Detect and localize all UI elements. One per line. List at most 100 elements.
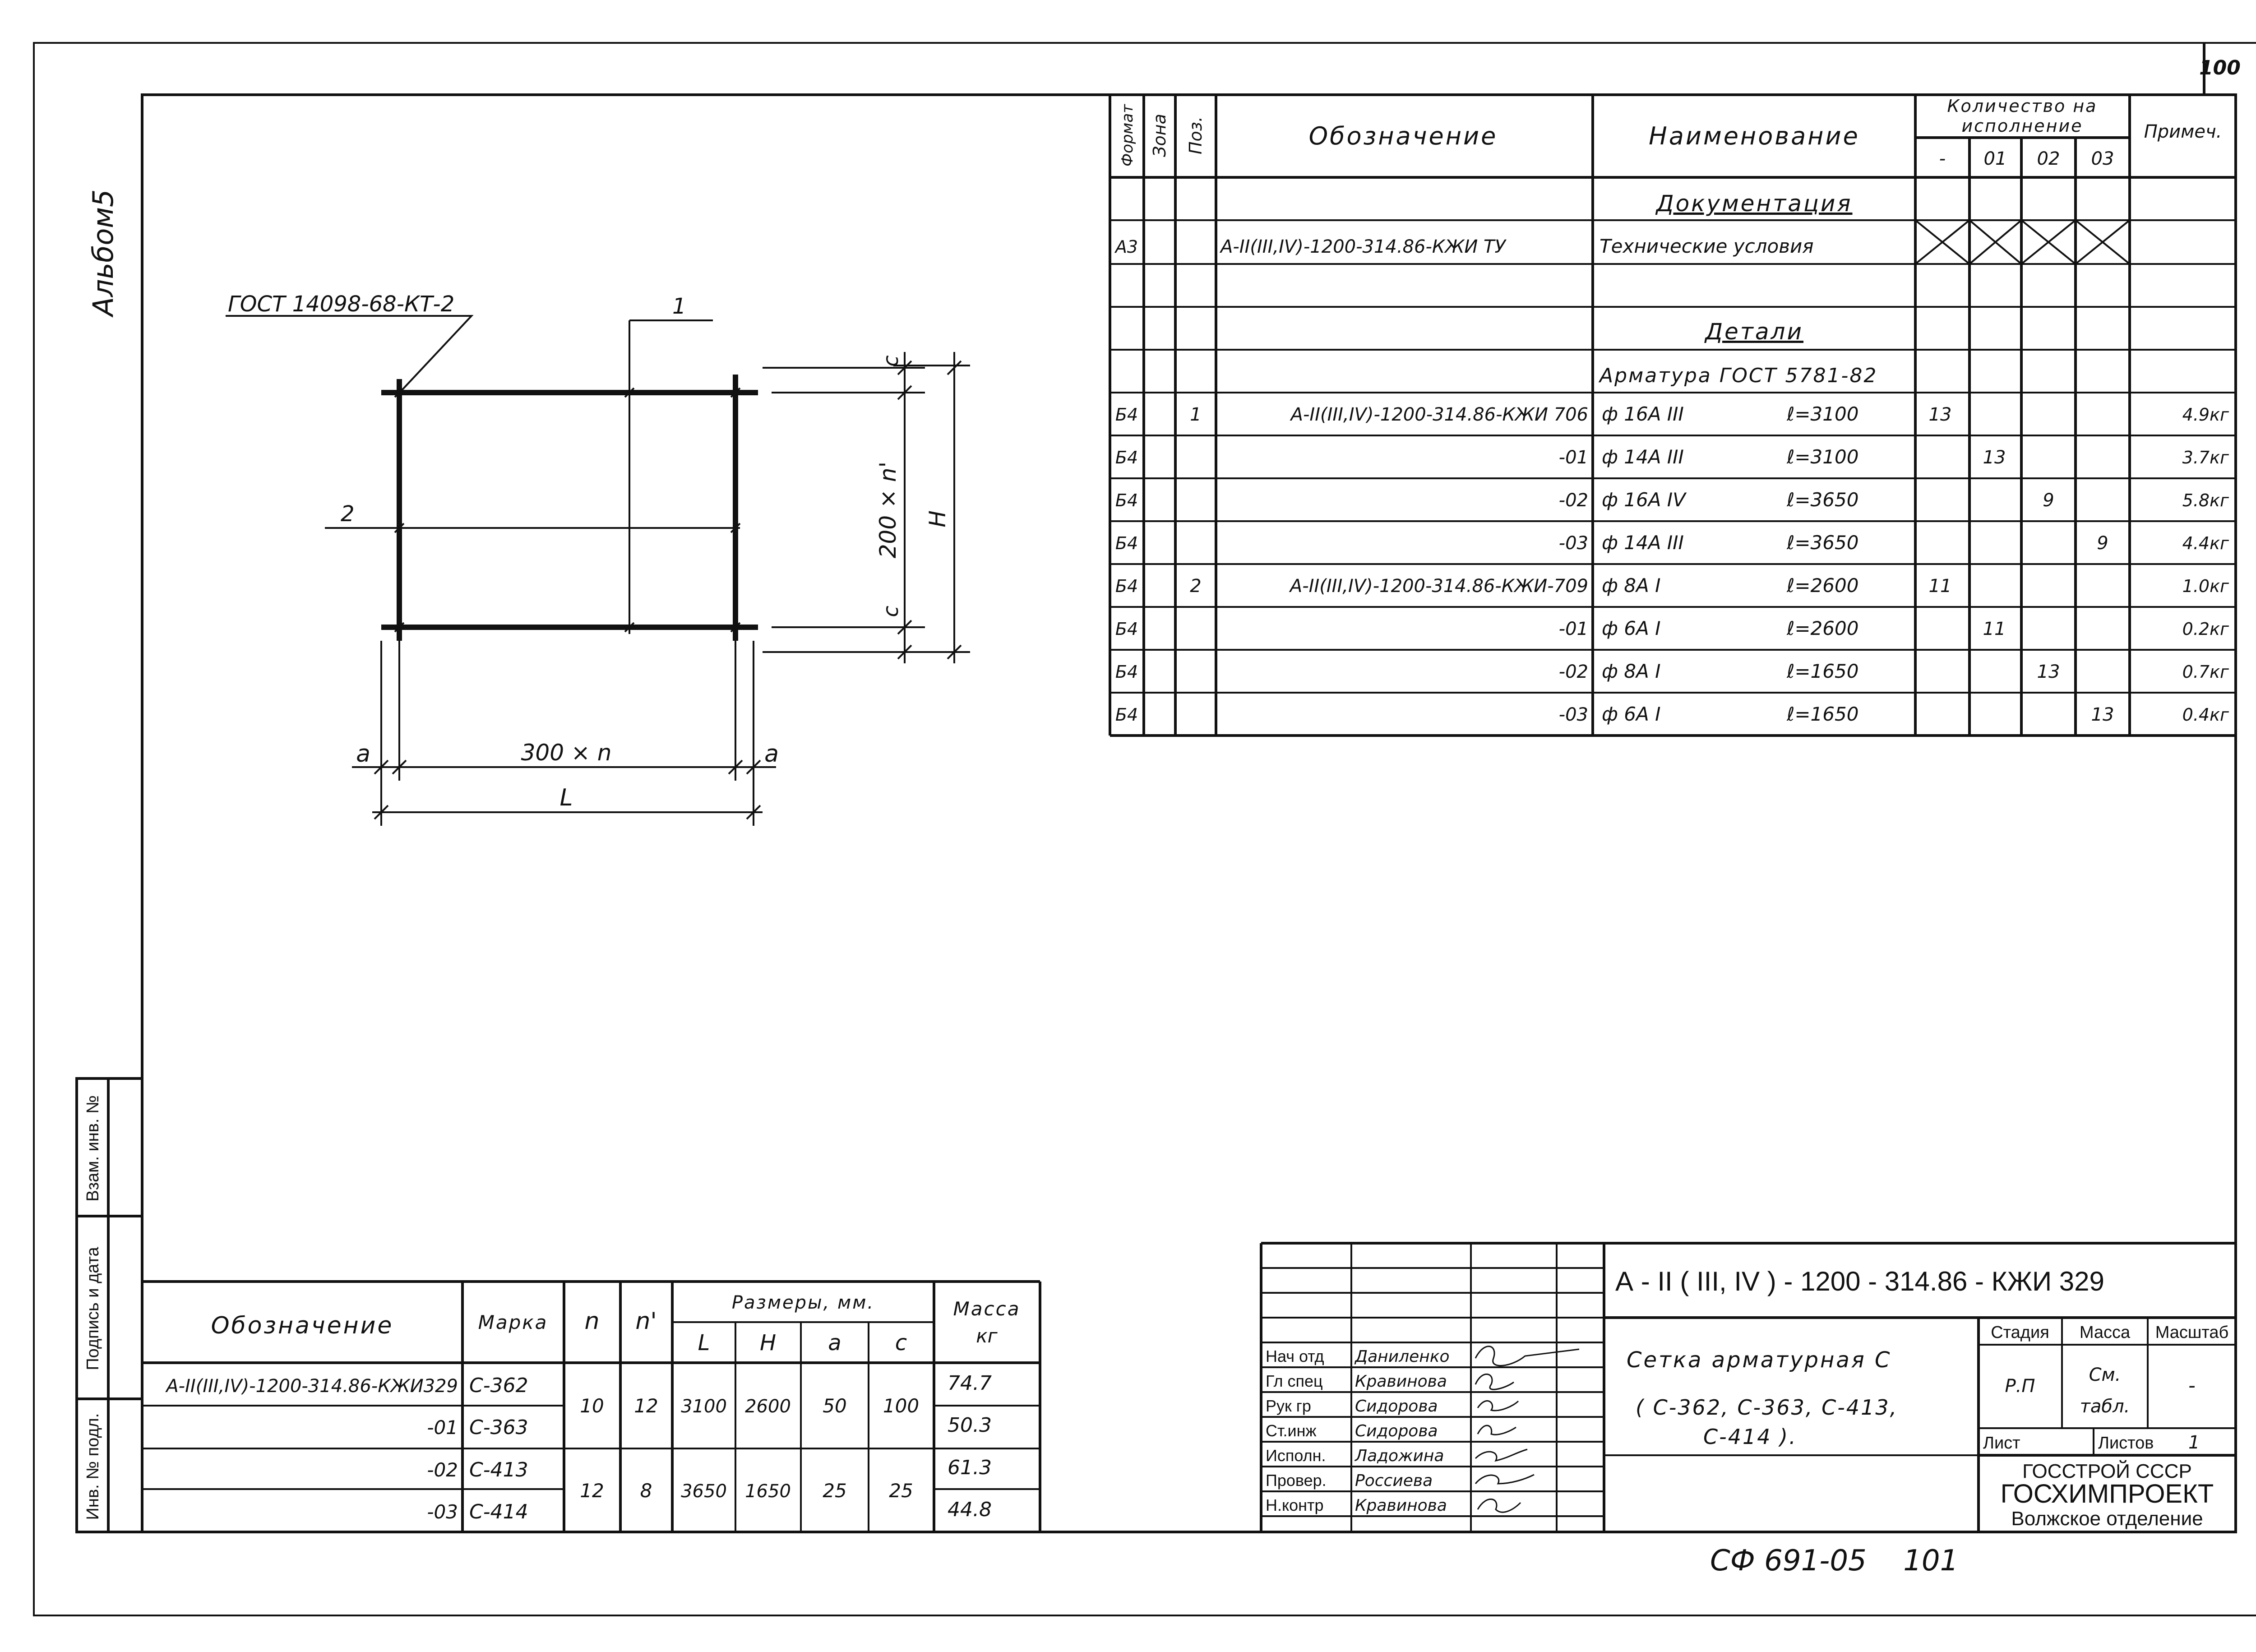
dim-a-right: а: [764, 740, 779, 768]
spec-row-designation: -02: [1559, 662, 1588, 682]
spec-row-note: 1.0кг: [2182, 576, 2229, 596]
stage-label: Стадия: [1991, 1323, 2049, 1342]
spec-row-designation: -03: [1559, 704, 1588, 725]
spec-row-length: ℓ=3100: [1786, 403, 1858, 425]
spec-row-name: ф 6А I: [1602, 703, 1660, 725]
mark-group: 12 8 3650 1650 25 25: [580, 1480, 913, 1502]
spec-row-designation: -03: [1559, 533, 1588, 554]
dim-vertical: 200 × n': [875, 462, 901, 559]
spec-row-pos: 1: [1190, 404, 1201, 425]
list-item: Провер. Россиева: [1266, 1471, 1433, 1490]
mark-group-n: 10: [580, 1395, 604, 1417]
spec-header-qty-1: Количество на: [1947, 96, 2098, 116]
spec-row-designation: -02: [1559, 490, 1588, 511]
spec-row-designation: -01: [1559, 619, 1588, 639]
title-line-2: ( С-362, С-363, С-413,: [1636, 1395, 1898, 1420]
spec-row-designation: А-II(III,IV)-1200-314.86-КЖИ 706: [1290, 404, 1588, 425]
spec-row-designation: -01: [1559, 447, 1588, 468]
spec-row-name: ф 6А I: [1602, 617, 1660, 639]
spec-row-format: Б4: [1115, 533, 1138, 553]
mark-group-L: 3100: [681, 1396, 727, 1417]
role-label: Исполн.: [1266, 1446, 1326, 1465]
mark-header-L: L: [698, 1330, 710, 1356]
spec-row-format: Б4: [1115, 405, 1138, 425]
spec-row-note: 3.7кг: [2182, 448, 2229, 467]
sheets-value: 1: [2188, 1432, 2200, 1453]
dim-horizontal: 300 × n: [521, 740, 612, 766]
roles-list: Нач отд Даниленко Гл спец Кравинова Рук …: [1266, 1347, 1450, 1515]
mark-header-sizes: Размеры, мм.: [732, 1292, 874, 1313]
mark-row-mark: С-362: [469, 1374, 528, 1397]
mark-group-L: 3650: [681, 1481, 727, 1502]
title-code: А - II ( III, IV ) - 1200 - 314.86 - КЖИ…: [1615, 1266, 2104, 1296]
table-row: -03 С-414 44.8: [427, 1498, 992, 1523]
table-row: Б4 -01 ф 6А I ℓ=2600 11 0.2кг: [1115, 617, 2229, 639]
mark-group-n: 12: [580, 1480, 604, 1502]
spec-row-format: Б4: [1115, 448, 1138, 467]
spec-header-zone: Зона: [1150, 114, 1170, 157]
spec-row-name: ф 14А III: [1602, 532, 1684, 554]
spec-rows: Б4 1 А-II(III,IV)-1200-314.86-КЖИ 706 ф …: [1115, 403, 2229, 725]
org-line-1: ГОССТРОЙ СССР: [2022, 1459, 2192, 1482]
spec-section-parts: Детали: [1704, 319, 1803, 345]
mark-header-designation: Обозначение: [211, 1312, 394, 1339]
dim-c-top: с: [878, 355, 903, 366]
mark-header-mark: Марка: [478, 1311, 548, 1333]
spec-row-length: ℓ=1650: [1786, 660, 1858, 682]
spec-header-qty-0: -: [1939, 148, 1946, 169]
spec-row-note: 5.8кг: [2182, 491, 2229, 510]
table-row: Б4 -02 ф 8А I ℓ=1650 13 0.7кг: [1115, 660, 2229, 682]
role-name: Даниленко: [1354, 1347, 1450, 1366]
mark-group-n2: 12: [634, 1395, 658, 1417]
mark-row-designation: А-II(III,IV)-1200-314.86-КЖИ329: [165, 1376, 458, 1397]
table-row: Б4 2 А-II(III,IV)-1200-314.86-КЖИ-709 ф …: [1115, 574, 2229, 597]
mark-header-a: а: [828, 1330, 841, 1356]
mark-header-mass-1: Масса: [953, 1298, 1021, 1320]
list-item: Исполн. Ладожина: [1266, 1446, 1444, 1465]
mesh-drawing: ГОСТ 14098-68-КТ-2 1 2 с 200 × n' с Н: [226, 292, 970, 826]
mark-header-c: с: [895, 1330, 907, 1356]
mark-table: Обозначение Марка n n' Размеры, мм. L Н …: [142, 1280, 1041, 1532]
outer-frame: [33, 42, 2256, 1616]
table-row: Б4 -03 ф 14А III ℓ=3650 9 4.4кг: [1115, 532, 2229, 554]
spec-row-note: 4.9кг: [2182, 405, 2229, 425]
mark-row-mass: 61.3: [948, 1456, 992, 1479]
mass-label: Масса: [2080, 1323, 2131, 1342]
spec-row-q1: 13: [1983, 447, 2006, 468]
spec-row-note: 4.4кг: [2182, 533, 2229, 553]
table-row: Б4 -01 ф 14А III ℓ=3100 13 3.7кг: [1115, 446, 2229, 468]
spec-row-q3: 13: [2091, 704, 2114, 725]
spec-row-pos: 2: [1190, 576, 1201, 597]
role-name: Россиева: [1355, 1472, 1433, 1490]
inner-frame: [141, 93, 2237, 1533]
stage-value: Р.П: [2005, 1376, 2035, 1397]
spec-row-q2: 13: [2037, 662, 2060, 682]
spec-row-format: Б4: [1115, 662, 1138, 682]
spec-row-designation: А-II(III,IV)-1200-314.86-КЖИ-709: [1289, 576, 1588, 597]
album-label: Альбом5: [87, 190, 120, 318]
spec-row-note: 0.4кг: [2182, 705, 2229, 725]
pos1-label: 1: [672, 294, 686, 319]
spec-header-qty-03: 03: [2091, 148, 2114, 169]
mark-group-c: 100: [883, 1395, 919, 1417]
role-label: Гл спец: [1266, 1372, 1323, 1390]
mark-header-n: n: [585, 1308, 600, 1335]
page-number: 100: [2199, 56, 2241, 79]
spec-row-length: ℓ=3650: [1786, 489, 1858, 511]
mark-group-a: 50: [823, 1395, 846, 1417]
dim-H: Н: [925, 510, 951, 528]
spec-table: Формат Зона Поз. Обозначение Наименовани…: [1109, 95, 2237, 737]
role-name: Кравинова: [1355, 1372, 1447, 1391]
side-stamp-inv: Инв. № подл.: [83, 1413, 102, 1520]
sheets-label: Листов: [2098, 1434, 2154, 1453]
role-name: Кравинова: [1355, 1496, 1447, 1515]
spec-row-q2: 9: [2043, 490, 2054, 511]
org-line-3: Волжское отделение: [2011, 1508, 2203, 1530]
role-label: Н.контр: [1266, 1496, 1324, 1514]
spec-row-name: ф 8А I: [1602, 574, 1660, 597]
table-row: Б4 1 А-II(III,IV)-1200-314.86-КЖИ 706 ф …: [1115, 403, 2229, 425]
spec-header-pos: Поз.: [1186, 116, 1206, 154]
mark-row-mark: С-414: [469, 1500, 528, 1523]
spec-doc-designation: А-II(III,IV)-1200-314.86-КЖИ ТУ: [1219, 236, 1507, 257]
